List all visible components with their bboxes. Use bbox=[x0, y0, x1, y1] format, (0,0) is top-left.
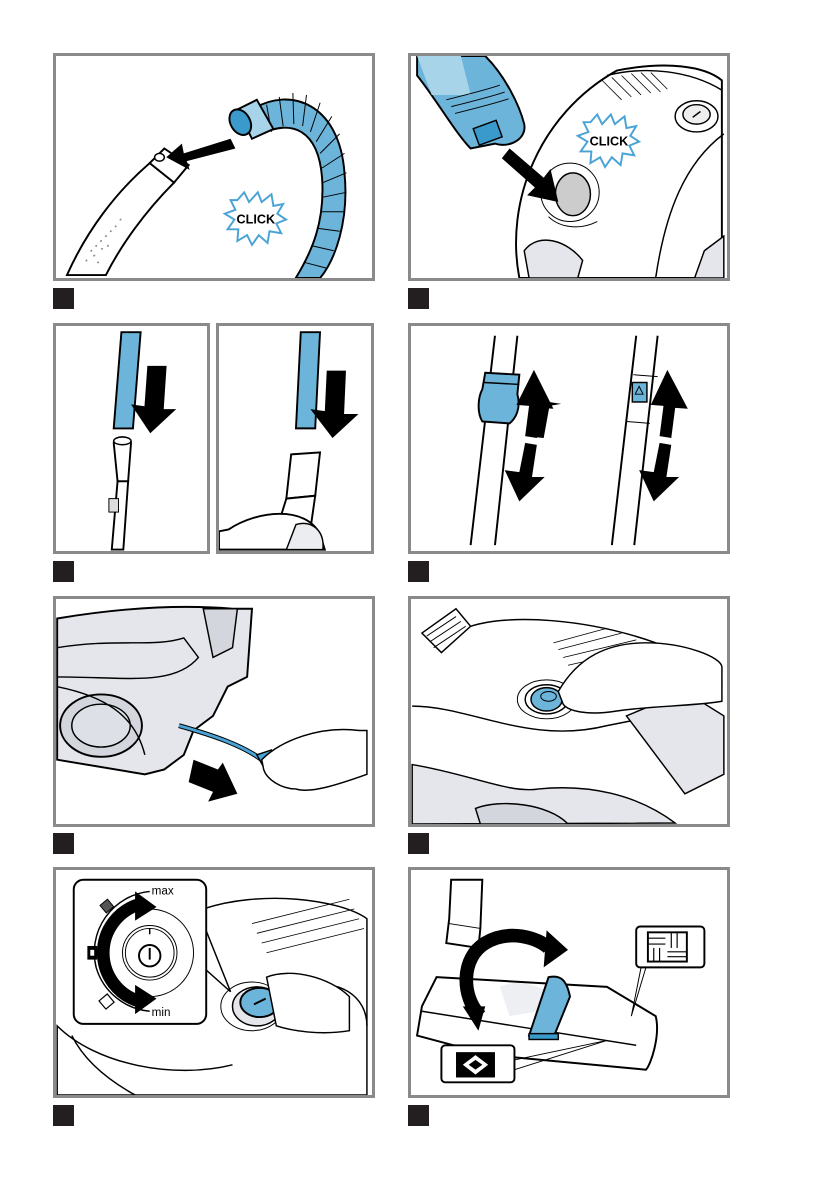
figure-3b-nozzle-attach bbox=[216, 323, 374, 554]
tube-attach-illustration bbox=[56, 326, 207, 551]
floor-nozzle-illustration bbox=[411, 870, 727, 1095]
dial-min-label: min bbox=[152, 1006, 171, 1019]
figure-2-hose-insert: CLICK bbox=[408, 53, 730, 281]
figure-6-power-button bbox=[408, 596, 730, 827]
figure-7-badge bbox=[53, 1105, 74, 1126]
arrow-icon bbox=[189, 760, 238, 802]
arrow-up-icon bbox=[651, 370, 688, 438]
figure-1-badge bbox=[53, 288, 74, 309]
figure-7-suction-dial: max min bbox=[53, 867, 375, 1098]
click-label: CLICK bbox=[237, 212, 276, 226]
figure-3-badge bbox=[53, 561, 74, 582]
power-button-illustration bbox=[411, 599, 727, 824]
arrow-up-icon bbox=[516, 370, 553, 438]
nozzle-attach-illustration bbox=[219, 326, 371, 551]
figure-8-badge bbox=[408, 1105, 429, 1126]
figure-4-telescopic-tube bbox=[408, 323, 730, 554]
cord-pull-illustration bbox=[56, 599, 372, 824]
figure-4-badge bbox=[408, 561, 429, 582]
figure-5-cord-pull bbox=[53, 596, 375, 827]
arrow-down-icon bbox=[505, 443, 545, 501]
figure-2-badge bbox=[408, 288, 429, 309]
hose-insert-illustration: CLICK bbox=[411, 56, 727, 278]
figure-3a-tube-attach bbox=[53, 323, 210, 554]
telescopic-tube-illustration bbox=[411, 326, 727, 551]
figure-8-floor-nozzle bbox=[408, 867, 730, 1098]
figure-6-badge bbox=[408, 833, 429, 854]
figure-5-badge bbox=[53, 833, 74, 854]
figure-1-hose-attach: CLICK bbox=[53, 53, 375, 281]
suction-dial-illustration: max min bbox=[56, 870, 372, 1095]
dial-max-label: max bbox=[152, 884, 174, 897]
click-label: CLICK bbox=[590, 135, 629, 149]
hose-attach-illustration: CLICK bbox=[56, 56, 372, 278]
